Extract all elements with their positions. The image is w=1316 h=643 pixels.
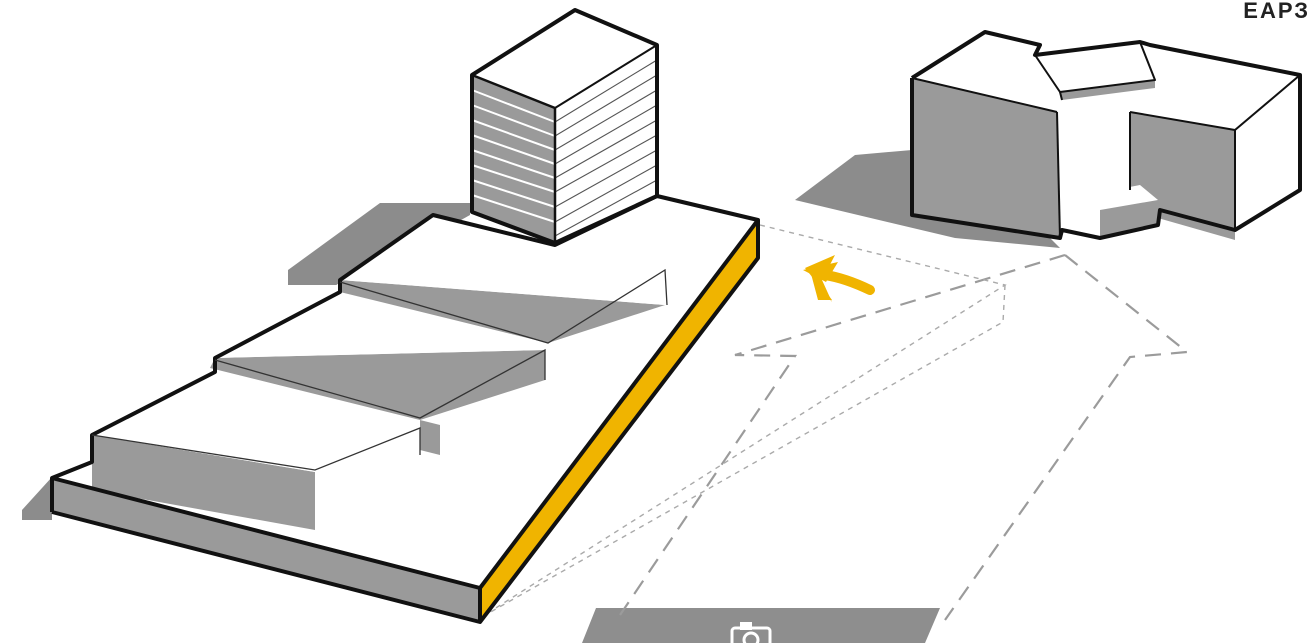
curved-arrow-icon [803,255,875,302]
neighbour-top-right [1130,45,1300,130]
podium-accent-face [480,220,758,622]
terrace-1-right [420,420,440,455]
terrace-3-line [339,268,668,344]
tower-floor-lines-right [554,59,658,237]
podium-front-edge [51,476,481,590]
podium-top-edge [478,218,760,590]
tower-top [472,10,657,108]
plinth-shadow [22,477,52,520]
neighbour-entry-step-side [1100,200,1158,238]
terrace-2-front [210,350,545,420]
view-cone-inner-2 [479,284,1006,619]
camera-viewpoint-pad [582,608,940,643]
neighbour-far-face [1235,90,1300,230]
neighbour-shadow [795,150,1060,248]
tower-top-edge-2 [554,44,658,109]
neighbour-raised-roof [1035,42,1155,92]
terrace-3-top [340,220,665,305]
view-cone-lines [479,224,1190,621]
podium-outline [50,194,760,624]
terrace-1-line [91,427,421,471]
terrace-1-front [92,435,315,530]
podium-front-face [52,478,480,622]
neighbour-top-left [912,32,1057,112]
corner-label: ЕАРЗ [1243,0,1310,23]
tower-top-edge [471,73,556,110]
neighbour-raised-roof-side [1060,80,1155,100]
terrace-3-front [340,280,665,343]
camera-icon [730,622,772,643]
neighbour-left-face [912,78,1060,238]
view-cone-outer [944,254,1190,621]
podium-outlines [50,194,760,624]
neighbour-edges [911,41,1301,239]
terrace-2-line [214,348,546,419]
terrace-thin-lines [91,268,668,471]
tower-block [470,8,659,245]
tower-outline [470,8,659,245]
terrace-2-top [215,292,548,358]
neighbour-building [910,30,1302,240]
neighbour-outline [910,30,1302,240]
podium-block [52,196,758,622]
tower-floor-lines [471,89,556,223]
view-cone-middle [619,253,1066,616]
